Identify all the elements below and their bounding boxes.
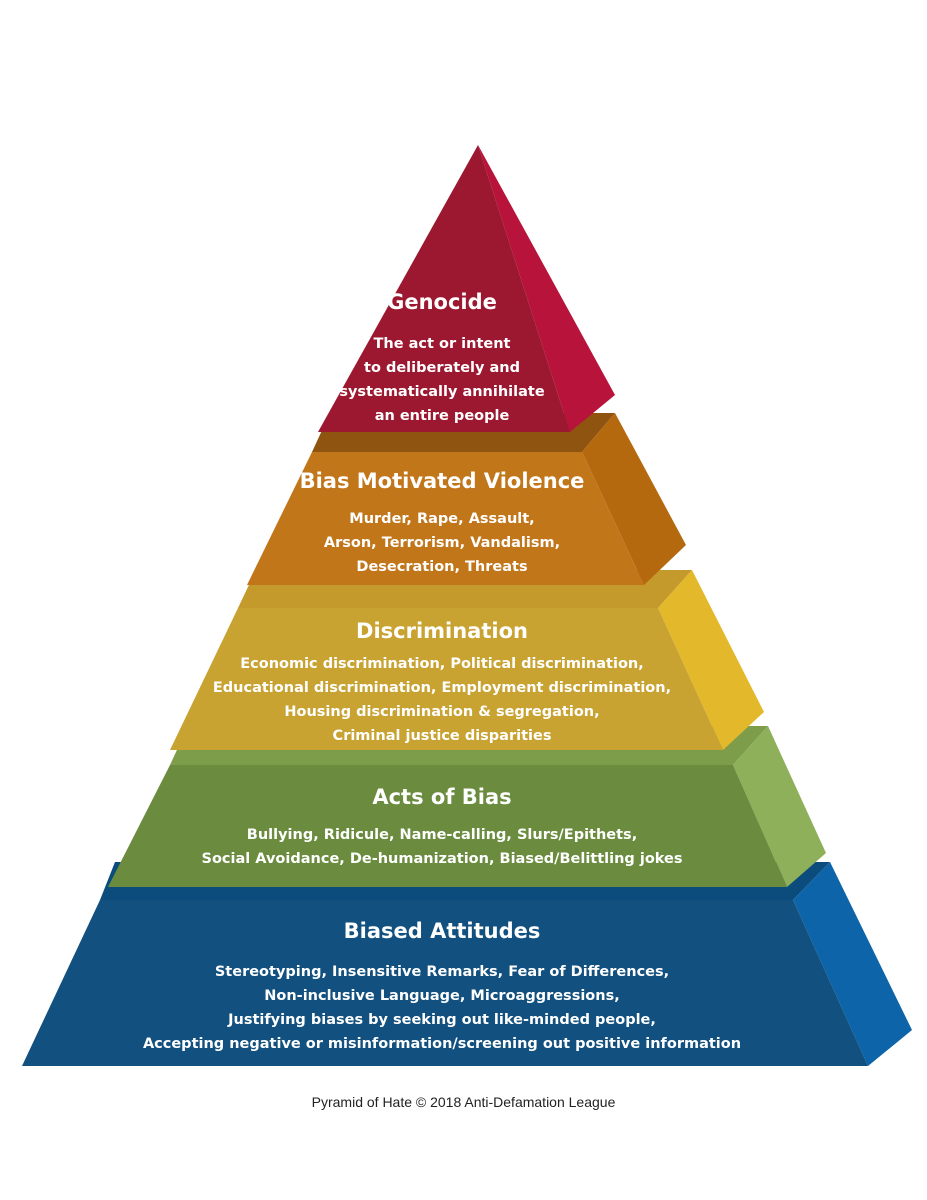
tier-genocide-title: Genocide xyxy=(387,290,497,314)
tier-acts-of-bias: Acts of Bias Bullying, Ridicule, Name-ca… xyxy=(108,726,826,887)
tier-acts-of-bias-front-face xyxy=(108,765,787,887)
tier-biased-attitudes-line-2: Non-inclusive Language, Microaggressions… xyxy=(264,988,619,1004)
caption: Pyramid of Hate © 2018 Anti-Defamation L… xyxy=(311,1094,616,1110)
tier-biased-attitudes-title: Biased Attitudes xyxy=(344,919,541,943)
tier-acts-of-bias-side-face xyxy=(733,726,826,887)
tier-bias-motivated-violence-front-face xyxy=(247,452,644,585)
tier-bias-motivated-violence-title: Bias Motivated Violence xyxy=(300,469,585,493)
tier-biased-attitudes: Biased Attitudes Stereotyping, Insensiti… xyxy=(22,862,912,1066)
tier-discrimination-line-2: Educational discrimination, Employment d… xyxy=(213,680,671,696)
tier-discrimination-line-1: Economic discrimination, Political discr… xyxy=(240,656,644,672)
tier-genocide-line-2: to deliberately and xyxy=(364,360,520,376)
tier-biased-attitudes-front-face xyxy=(22,900,868,1066)
tier-bias-motivated-violence-side-face xyxy=(582,413,686,585)
tier-genocide-line-1: The act or intent xyxy=(374,336,511,352)
tier-biased-attitudes-line-3: Justifying biases by seeking out like-mi… xyxy=(227,1012,656,1028)
tier-genocide-side-face xyxy=(478,145,615,432)
tier-acts-of-bias-line-1: Bullying, Ridicule, Name-calling, Slurs/… xyxy=(247,827,637,843)
tier-discrimination-front-face xyxy=(170,608,723,750)
tier-discrimination-title: Discrimination xyxy=(356,619,528,643)
tier-genocide-line-4: an entire people xyxy=(375,408,510,424)
tier-bias-motivated-violence-line-3: Desecration, Threats xyxy=(356,559,527,575)
tier-genocide-line-3: systematically annihilate xyxy=(339,384,544,400)
tier-biased-attitudes-side-face xyxy=(793,862,912,1066)
tier-acts-of-bias-title: Acts of Bias xyxy=(372,785,511,809)
tier-discrimination: Discrimination Economic discrimination, … xyxy=(170,570,764,750)
tier-discrimination-line-4: Criminal justice disparities xyxy=(333,728,552,744)
tier-biased-attitudes-line-1: Stereotyping, Insensitive Remarks, Fear … xyxy=(215,964,669,980)
tier-bias-motivated-violence: Bias Motivated Violence Murder, Rape, As… xyxy=(247,413,686,585)
tier-acts-of-bias-line-2: Social Avoidance, De-humanization, Biase… xyxy=(202,851,683,867)
tier-biased-attitudes-line-4: Accepting negative or misinformation/scr… xyxy=(143,1036,741,1052)
tier-bias-motivated-violence-line-2: Arson, Terrorism, Vandalism, xyxy=(324,535,560,551)
tier-bias-motivated-violence-line-1: Murder, Rape, Assault, xyxy=(349,511,534,527)
tier-genocide: Genocide The act or intent to deliberate… xyxy=(318,145,615,432)
tier-genocide-front-face xyxy=(318,145,570,432)
tier-discrimination-line-3: Housing discrimination & segregation, xyxy=(284,704,599,720)
tier-discrimination-side-face xyxy=(658,570,764,750)
